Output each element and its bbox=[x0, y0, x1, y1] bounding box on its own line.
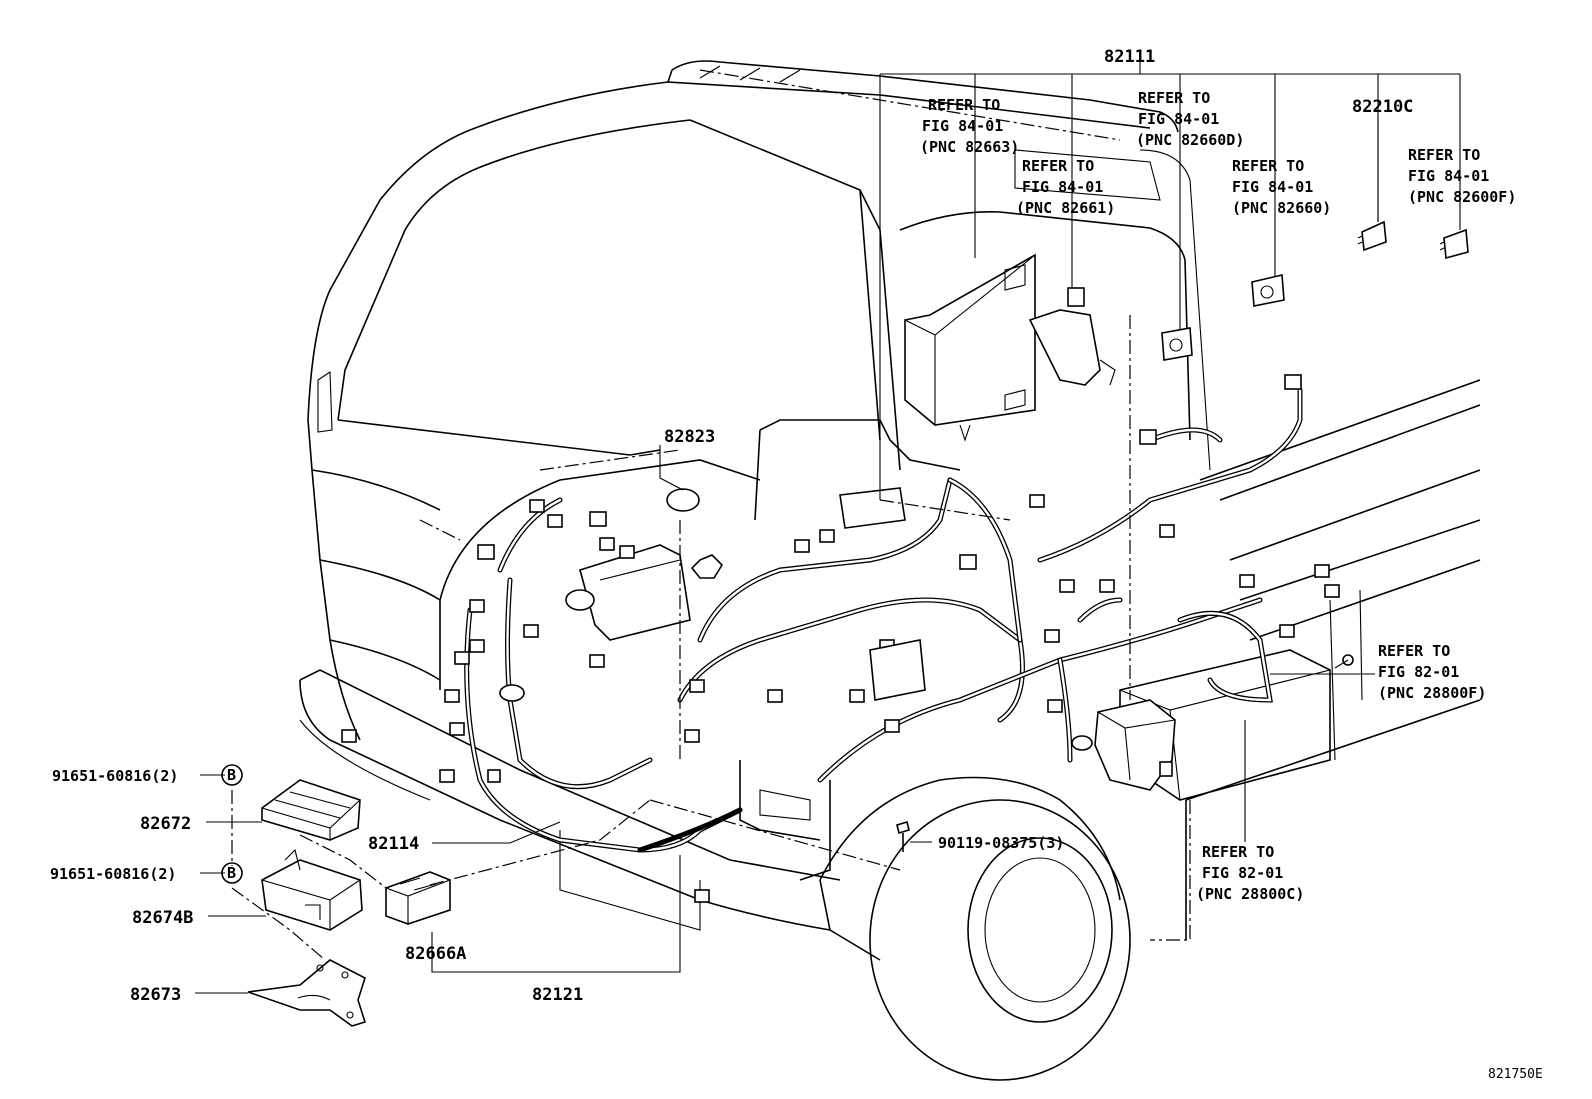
sensor-bracket-82661 bbox=[1028, 287, 1116, 386]
ref-82600f-line2: FIG 84-01 bbox=[1408, 167, 1489, 185]
battery-terminal-28800f bbox=[1334, 654, 1354, 669]
ref-82663-line1: REFER TO bbox=[928, 96, 1000, 114]
case-82674b bbox=[261, 848, 363, 931]
label-82674b: 82674B bbox=[132, 908, 193, 928]
ref-82660-line3: (PNC 82660) bbox=[1232, 199, 1331, 217]
relay-82210c bbox=[1357, 220, 1387, 252]
screw-90119 bbox=[896, 820, 910, 852]
ref-82660d-line2: FIG 84-01 bbox=[1138, 110, 1219, 128]
ref-82600f-line1: REFER TO bbox=[1408, 146, 1480, 164]
bracket-82673 bbox=[247, 959, 367, 1027]
marker-b-top: B bbox=[227, 766, 236, 784]
airbag-computer-82672 bbox=[261, 779, 361, 841]
ref-82660d-line3: (PNC 82660D) bbox=[1136, 131, 1244, 149]
relay-block-82666a bbox=[385, 871, 451, 925]
ref-82660-line2: FIG 84-01 bbox=[1232, 178, 1313, 196]
ref-28800f-line1: REFER TO bbox=[1378, 642, 1450, 660]
truck-cab-outline bbox=[299, 60, 1481, 1081]
ref-28800c-line3: (PNC 28800C) bbox=[1196, 885, 1304, 903]
label-82121: 82121 bbox=[532, 985, 583, 1005]
ref-82660-line1: REFER TO bbox=[1232, 157, 1304, 175]
label-82210c: 82210C bbox=[1352, 97, 1413, 117]
relay-82660d bbox=[1161, 327, 1193, 361]
label-82114: 82114 bbox=[368, 834, 419, 854]
label-bolt-top: 91651-60816(2) bbox=[52, 767, 178, 785]
label-screw: 90119-08375(3) bbox=[938, 834, 1064, 852]
ref-28800c-line2: FIG 82-01 bbox=[1202, 864, 1283, 882]
reference-labels: REFER TO FIG 84-01 (PNC 82663) REFER TO … bbox=[920, 89, 1516, 903]
ref-82661-line1: REFER TO bbox=[1022, 157, 1094, 175]
relay-82600f bbox=[1439, 228, 1469, 260]
main-wire-harness bbox=[464, 387, 1303, 853]
marker-b-bottom: B bbox=[227, 864, 236, 882]
ref-82661-line3: (PNC 82661) bbox=[1016, 199, 1115, 217]
label-82111: 82111 bbox=[1104, 47, 1155, 67]
ecu-module-82663 bbox=[904, 253, 1036, 442]
label-82673: 82673 bbox=[130, 985, 181, 1005]
label-82823: 82823 bbox=[664, 427, 715, 447]
figure-id: 821750E bbox=[1488, 1067, 1543, 1082]
ref-82660d-line1: REFER TO bbox=[1138, 89, 1210, 107]
ref-82600f-line3: (PNC 82600F) bbox=[1408, 188, 1516, 206]
callout-labels: 82111 82210C 82823 82114 82121 82666A 82… bbox=[50, 47, 1413, 1005]
ref-28800f-line3: (PNC 28800F) bbox=[1378, 684, 1486, 702]
phantom-lines bbox=[231, 69, 1191, 961]
leader-lines bbox=[195, 62, 1461, 994]
label-82672: 82672 bbox=[140, 814, 191, 834]
fusible-link-block bbox=[1071, 699, 1176, 791]
ref-28800c-line1: REFER TO bbox=[1202, 843, 1274, 861]
ref-82661-line2: FIG 84-01 bbox=[1022, 178, 1103, 196]
ref-28800f-line2: FIG 82-01 bbox=[1378, 663, 1459, 681]
ref-82663-line2: FIG 84-01 bbox=[922, 117, 1003, 135]
label-82666a: 82666A bbox=[405, 944, 466, 964]
relay-82660 bbox=[1251, 274, 1285, 307]
harness-connectors bbox=[341, 374, 1340, 903]
label-bolt-bottom: 91651-60816(2) bbox=[50, 865, 176, 883]
ref-82663-line3: (PNC 82663) bbox=[920, 138, 1019, 156]
